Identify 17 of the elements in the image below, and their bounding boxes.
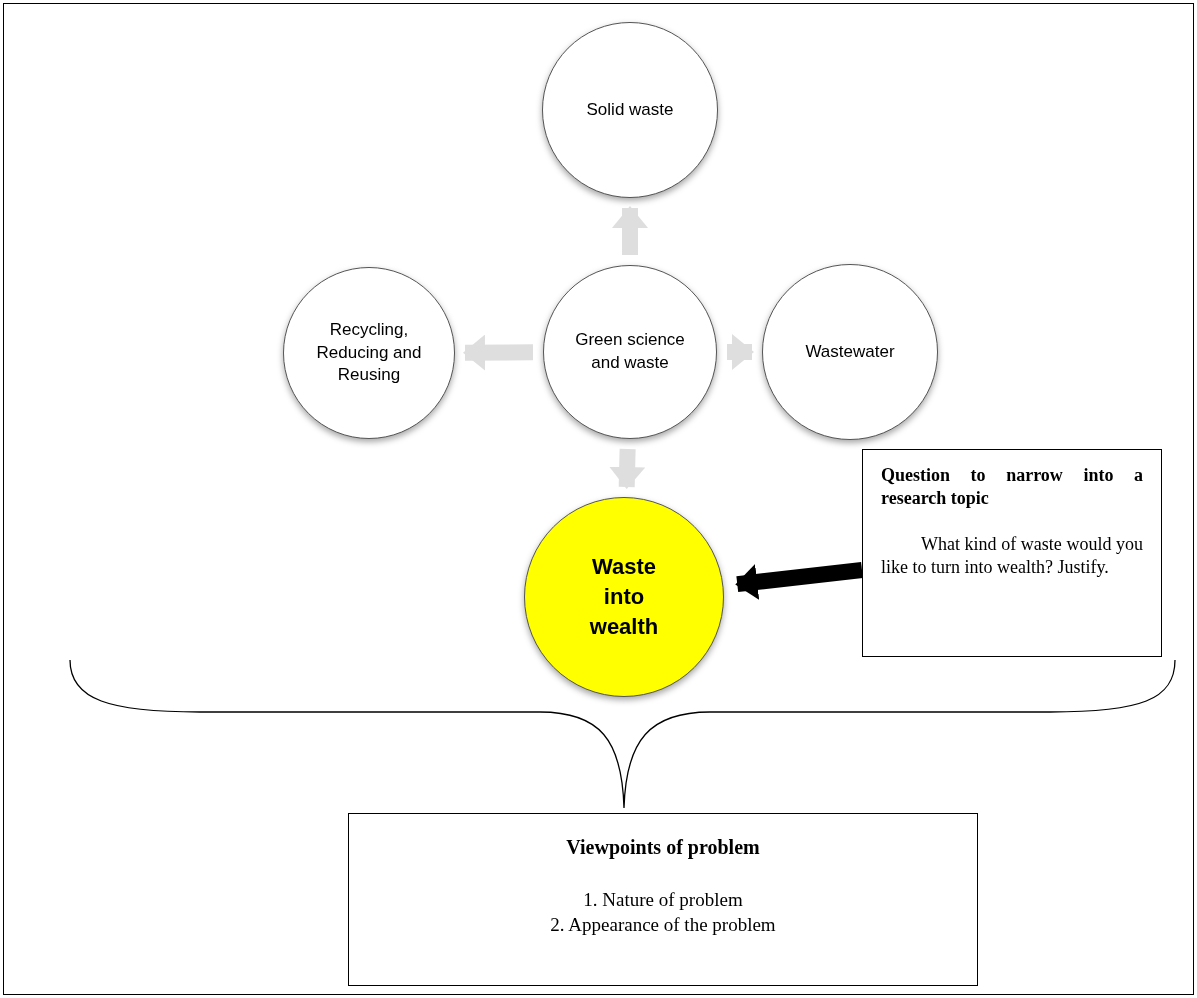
- list-item: 2. Appearance of the problem: [550, 912, 776, 937]
- text-box: [348, 813, 978, 986]
- chevron-arrow: [463, 334, 534, 371]
- node-label: Recycling, Reducing and Reusing: [315, 318, 423, 387]
- chevron-arrow: [609, 448, 646, 490]
- box-heading: Question to narrow into a research topic: [881, 464, 1143, 511]
- chevron-arrow: [727, 334, 754, 370]
- chevron-arrow: [612, 206, 648, 255]
- block-arrow: [735, 562, 863, 600]
- question-box: [862, 449, 1162, 657]
- box-heading: Viewpoints of problem: [566, 835, 760, 860]
- node-label: Green science and waste: [574, 329, 686, 374]
- question-text: What kind of waste would you like to turn into wealth? Justify.: [881, 532, 1143, 580]
- node-label: Wastewater: [805, 340, 895, 363]
- node-label: Waste into wealth: [588, 553, 660, 641]
- node-label: Solid waste: [586, 98, 674, 121]
- list-item: 1. Nature of problem: [583, 888, 743, 912]
